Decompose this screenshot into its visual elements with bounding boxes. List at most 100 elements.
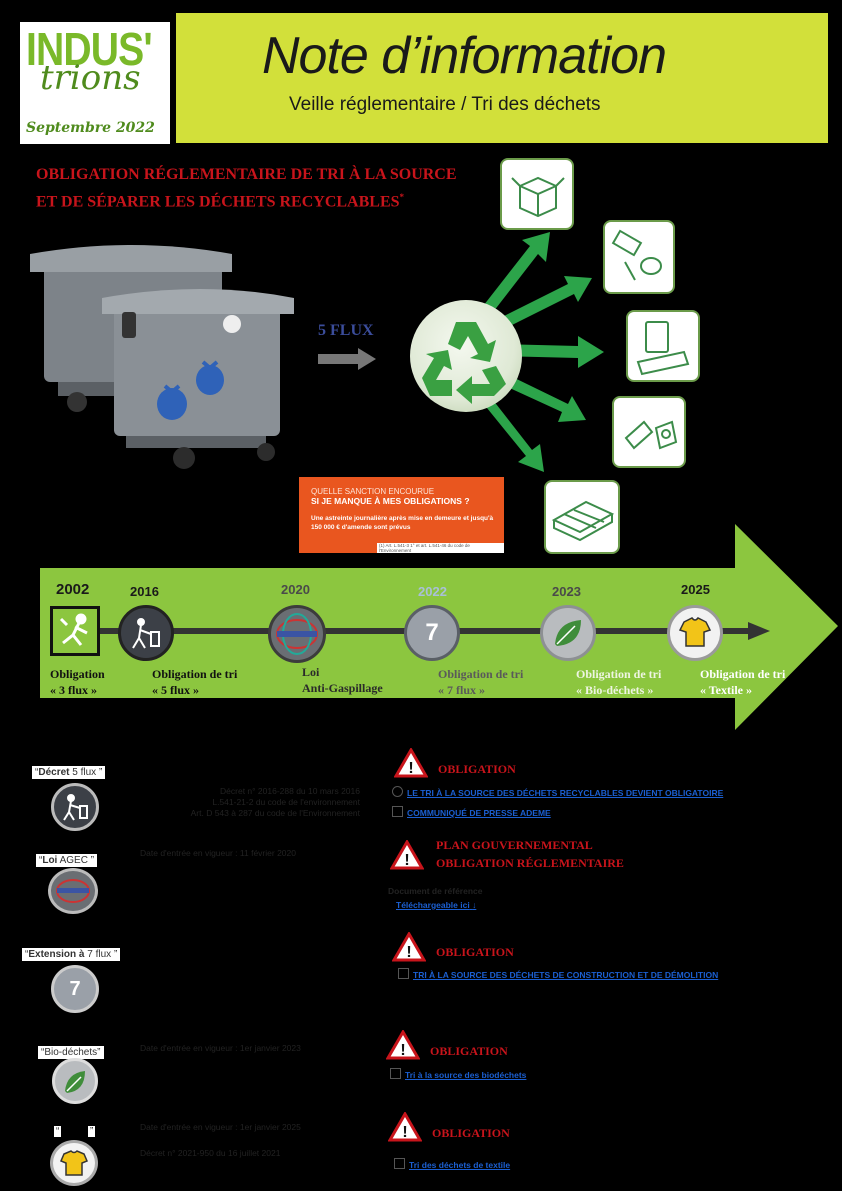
header-band bbox=[176, 13, 828, 143]
seven-flux-icon-small: 7 bbox=[51, 965, 99, 1013]
obligation-title-1: OBLIGATION bbox=[438, 762, 516, 776]
logo-script-text: trions bbox=[40, 58, 141, 98]
link-communique-ademe-text: COMMUNIQUÉ DE PRESSE ADEME bbox=[407, 808, 551, 818]
decret-details: Décret n° 2016-288 du 10 mars 2016 L.541… bbox=[150, 786, 360, 819]
timeline-label-2016: Obligation de tri « 5 flux » bbox=[152, 666, 237, 698]
warning-icon: ! bbox=[392, 932, 426, 962]
timeline-year-2002: 2002 bbox=[56, 581, 90, 598]
textile-decree: Décret n° 2021-950 du 16 juillet 2021 bbox=[140, 1148, 281, 1158]
link-telechargeable-text: Téléchargeable ici bbox=[396, 900, 470, 910]
textile-date: Date d'entrée en vigueur : 1er janvier 2… bbox=[140, 1122, 301, 1132]
waste-bins-illustration bbox=[30, 245, 294, 469]
label-decret-5-flux: “Décret 5 flux ” bbox=[32, 766, 106, 779]
sanction-line2: SI JE MANQUE À MES OBLIGATIONS ? bbox=[311, 496, 470, 506]
recycle-icon bbox=[410, 300, 522, 412]
label-decret-q2: ” bbox=[98, 767, 103, 778]
timeline-label-2020: Loi Anti-Gaspillage bbox=[302, 664, 383, 696]
timeline-label-2022: Obligation de tri « 7 flux » bbox=[438, 666, 523, 698]
headline-line2: ET DE SÉPARER LES DÉCHETS RECYCLABLES bbox=[36, 193, 400, 211]
timeline-label-2022-line1: Obligation de tri bbox=[438, 667, 524, 681]
bin-person-icon-small bbox=[51, 783, 99, 831]
timeline-label-2023: Obligation de tri « Bio-déchets » bbox=[576, 666, 661, 698]
timeline-label-2025: Obligation de tri « Textile » bbox=[700, 666, 785, 698]
obligation-reglementaire-title: OBLIGATION RÉGLEMENTAIRE bbox=[436, 856, 624, 870]
label-decret-q1: “ bbox=[35, 767, 39, 778]
obligation-title-4: OBLIGATION bbox=[430, 1044, 508, 1058]
sanction-line4: 150 000 € d'amende sont prévus bbox=[311, 524, 411, 531]
decret-details-line1: Décret n° 2016-288 du 10 mars 2016 bbox=[220, 786, 360, 796]
timeline-year-2022: 2022 bbox=[418, 584, 447, 599]
sanction-box: QUELLE SANCTION ENCOURUE SI JE MANQUE À … bbox=[299, 477, 504, 553]
link-biodechets[interactable]: Tri à la source des biodéchets bbox=[390, 1068, 526, 1080]
sanction-line3: Une astreinte journalière après mise en … bbox=[311, 515, 494, 522]
svg-text:!: ! bbox=[402, 1124, 407, 1141]
svg-text:!: ! bbox=[400, 1042, 405, 1059]
label-bio-dechets: “Bio-déchets” bbox=[38, 1046, 104, 1059]
label-bio-q1: “ bbox=[41, 1047, 45, 1058]
timeline-label-2023-line2: « Bio-déchets » bbox=[576, 683, 654, 697]
timeline-label-2025-line2: « Textile » bbox=[700, 683, 753, 697]
link-telechargeable[interactable]: Téléchargeable ici ↓ bbox=[396, 900, 476, 910]
link-communique-ademe[interactable]: COMMUNIQUÉ DE PRESSE ADEME bbox=[392, 806, 551, 818]
link-dechets-construction[interactable]: TRI À LA SOURCE DES DÉCHETS DE CONSTRUCT… bbox=[398, 968, 718, 980]
page-title: Note d’information bbox=[262, 27, 667, 85]
link-textile[interactable]: Tri des déchets de textile bbox=[394, 1158, 510, 1170]
logo: INDUS' trions Septembre 2022 bbox=[20, 22, 170, 144]
label-decret-bold: Décret bbox=[38, 767, 70, 778]
timeline-year-2025: 2025 bbox=[681, 582, 710, 597]
timeline-year-2023: 2023 bbox=[552, 584, 581, 599]
right-arrow-icon bbox=[318, 348, 376, 370]
timeline-year-2020: 2020 bbox=[281, 582, 310, 597]
leaf-icon-small bbox=[52, 1058, 98, 1104]
label-agec-q2: ” bbox=[90, 855, 95, 866]
svg-text:!: ! bbox=[406, 944, 411, 961]
leaf-icon bbox=[540, 605, 596, 661]
link-icon bbox=[398, 968, 409, 979]
link-biodechets-text: Tri à la source des biodéchets bbox=[405, 1070, 527, 1080]
document-reference: Document de référence bbox=[388, 886, 483, 896]
label-extension-7-flux: “Extension à 7 flux ” bbox=[22, 948, 121, 961]
download-arrow-icon: ↓ bbox=[472, 900, 477, 910]
sanction-footnote: (1) Art. L.541-3 1° et art. L.541-46 du … bbox=[377, 543, 504, 553]
wood-pallet-icon bbox=[544, 480, 620, 554]
agec-logo-icon-small bbox=[48, 868, 98, 914]
flux-label: 5 FLUX bbox=[318, 322, 374, 339]
plan-gouvernemental-title: PLAN GOUVERNEMENTAL bbox=[436, 838, 593, 852]
hand-sorting-icon bbox=[50, 606, 100, 656]
warning-icon: ! bbox=[388, 1112, 422, 1142]
warning-icon: ! bbox=[386, 1030, 420, 1060]
timeline-label-2023-line1: Obligation de tri bbox=[576, 667, 662, 681]
headline: OBLIGATION RÉGLEMENTAIRE DE TRI À LA SOU… bbox=[36, 164, 457, 213]
paper-roll-icon bbox=[626, 310, 700, 382]
timeline-label-2002-line2: « 3 flux » bbox=[50, 683, 98, 697]
biodechets-date: Date d'entrée en vigueur : 1er janvier 2… bbox=[140, 1043, 301, 1053]
label-ext-rest: flux bbox=[92, 949, 114, 960]
timeline-label-2020-line2: Anti-Gaspillage bbox=[302, 681, 383, 695]
obligation-title-5: OBLIGATION bbox=[432, 1126, 510, 1140]
tshirt-icon bbox=[667, 605, 723, 661]
timeline-label-2020-line1: Loi bbox=[302, 665, 320, 679]
decret-details-line3: Art. D 543 à 287 du code de l'Environnem… bbox=[190, 808, 360, 818]
timeline-label-2002-line1: Obligation bbox=[50, 667, 105, 681]
recycle-arrows bbox=[474, 232, 604, 472]
label-agec-q1: “ bbox=[39, 855, 43, 866]
warning-icon: ! bbox=[390, 840, 424, 870]
label-bio-q2: ” bbox=[97, 1047, 101, 1058]
link-tri-recyclables[interactable]: LE TRI À LA SOURCE DES DÉCHETS RECYCLABL… bbox=[392, 786, 723, 798]
tshirt-icon-small bbox=[50, 1140, 98, 1186]
logo-main-text: INDUS' bbox=[26, 23, 153, 75]
label-loi-agec: “Loi AGEC ” bbox=[36, 854, 98, 867]
label-ext-q1: “ bbox=[25, 949, 29, 960]
glass-bottle-icon bbox=[612, 396, 686, 468]
cardboard-box-icon bbox=[500, 158, 574, 230]
link-icon bbox=[392, 786, 403, 797]
timeline-label-2016-line1: Obligation de tri bbox=[152, 667, 238, 681]
label-textile-q2: ” bbox=[88, 1126, 96, 1137]
link-dechets-construction-text: TRI À LA SOURCE DES DÉCHETS DE CONSTRUCT… bbox=[413, 970, 719, 980]
label-textile-q1: “ bbox=[54, 1126, 62, 1137]
label-decret-rest: 5 flux bbox=[69, 767, 99, 778]
label-ext-bold: Extension à bbox=[28, 949, 85, 960]
link-textile-text: Tri des déchets de textile bbox=[409, 1160, 511, 1170]
agec-logo-icon bbox=[268, 605, 326, 663]
label-agec-rest: AGEC bbox=[57, 855, 91, 866]
